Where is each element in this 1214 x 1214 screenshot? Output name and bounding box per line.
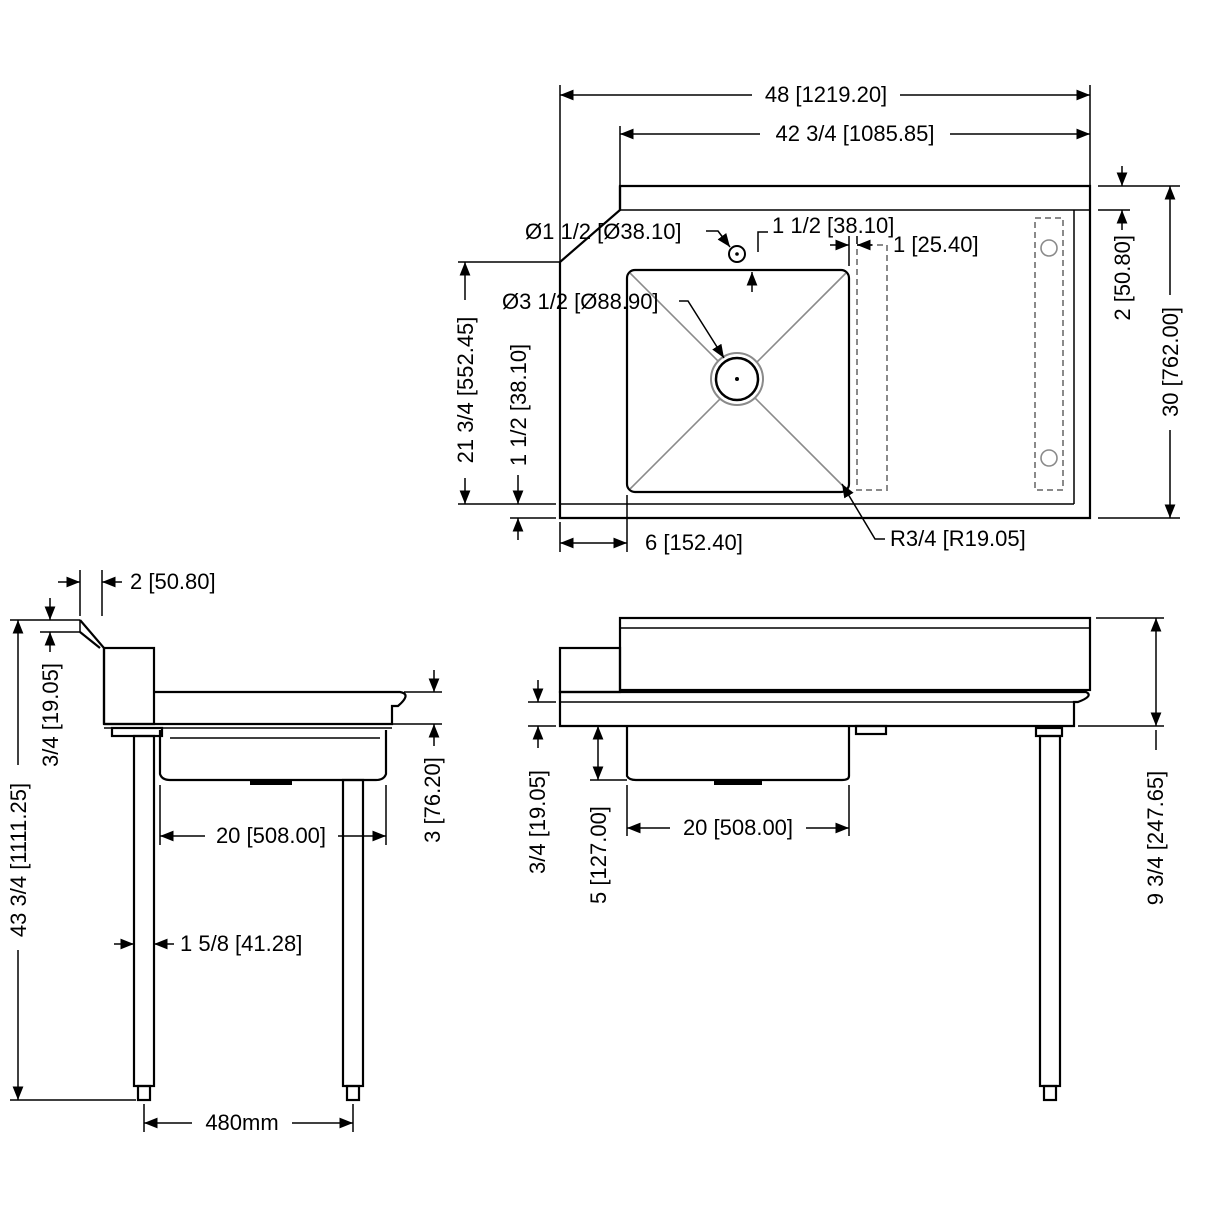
dim-overall-depth: 30 [762.00] — [1158, 307, 1183, 417]
foot-right — [345, 1084, 361, 1102]
dim-bowl-front-back: 21 3/4 [552.45] — [453, 317, 478, 464]
dim-inner-width: 42 3/4 [1085.85] — [775, 121, 934, 146]
front-bowl — [625, 726, 851, 782]
front-deck — [558, 690, 1090, 728]
dim-front-bowl-width: 20 [508.00] — [683, 815, 793, 840]
hidden-hole — [1040, 239, 1058, 257]
dim-side-bowl-width: 20 [508.00] — [216, 823, 326, 848]
front-view: 3/4 [19.05] 5 [127.00] 20 [508.00] 9 3/4… — [525, 616, 1168, 1102]
side-leg-left — [132, 734, 156, 1088]
dim-side-backsplash: 2 [50.80] — [130, 569, 216, 594]
backsplash-box — [102, 646, 156, 726]
hidden-hole — [1040, 449, 1058, 467]
dim-splash-height: 9 3/4 [247.65] — [1143, 771, 1168, 906]
dim-front-lip: 3/4 [19.05] — [525, 770, 550, 874]
drain-center — [735, 377, 739, 381]
hidden-bracket — [1034, 217, 1064, 491]
dim-corner-radius: R3/4 [R19.05] — [890, 526, 1026, 551]
dim-side-lip: 3/4 [19.05] — [38, 663, 63, 767]
dim-drainboard-gap: 1 [25.40] — [893, 232, 979, 257]
front-left-edge — [558, 646, 622, 694]
dim-bowl-depth: 5 [127.00] — [586, 806, 611, 904]
foot-left — [136, 1084, 152, 1102]
dim-leg-spacing: 480mm — [205, 1110, 278, 1135]
dim-drain: Ø3 1/2 [Ø88.90] — [502, 289, 659, 314]
hidden-channel — [856, 244, 888, 491]
dim-front-edge: 1 1/2 [38.10] — [506, 344, 531, 466]
front-drain — [714, 780, 762, 785]
dim-rim-height: 3 [76.20] — [420, 757, 445, 843]
front-leg — [1038, 734, 1062, 1088]
side-view: 2 [50.80] 3/4 [19.05] 43 3/4 [1111.25] 2… — [6, 569, 445, 1135]
front-foot — [1042, 1084, 1058, 1102]
dim-faucet-offset: 1 1/2 [38.10] — [772, 213, 894, 238]
side-drain — [250, 780, 292, 785]
dim-backsplash-depth: 2 [50.80] — [1110, 235, 1135, 321]
front-bracket — [854, 724, 888, 736]
dim-overall-height: 43 3/4 [1111.25] — [6, 783, 31, 937]
top-view: 48 [1219.20] 42 3/4 [1085.85] Ø1 1/2 [Ø3… — [453, 82, 1183, 555]
front-backsplash — [618, 616, 1092, 692]
deck-profile — [104, 690, 407, 726]
leg-bracket — [110, 726, 164, 738]
dim-bowl-offset: 6 [152.40] — [645, 530, 743, 555]
dim-leg-diameter: 1 5/8 [41.28] — [180, 931, 302, 956]
side-leg-right — [341, 778, 365, 1088]
sink-bowl — [625, 268, 851, 494]
dim-faucet-hole: Ø1 1/2 [Ø38.10] — [525, 219, 682, 244]
dim-overall-width: 48 [1219.20] — [765, 82, 887, 107]
